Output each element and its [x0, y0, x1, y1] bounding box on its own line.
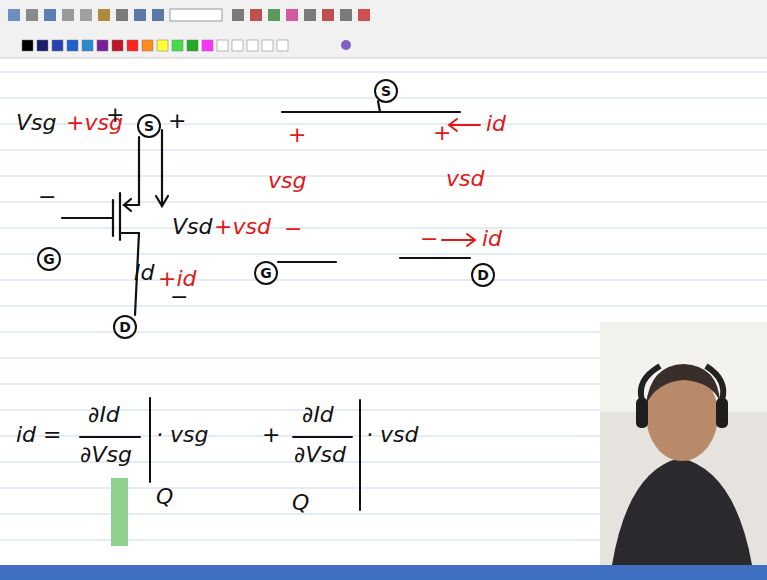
handwritten-label: +vsd — [214, 216, 271, 238]
terminal-circle: G — [254, 261, 278, 285]
handwritten-label: Id — [134, 262, 154, 284]
handwritten-label: + — [106, 104, 124, 126]
terminal-circle: D — [471, 263, 495, 287]
handwritten-label: ∂Id — [302, 404, 334, 426]
handwritten-label: Vsg — [16, 112, 56, 134]
handwritten-label: Vsd — [172, 216, 212, 238]
handwritten-label: ∂Vsg — [80, 444, 132, 466]
terminal-letter: D — [119, 320, 131, 334]
handwritten-label: + — [168, 110, 186, 132]
terminal-circle: G — [37, 247, 61, 271]
handwritten-label: Q — [156, 486, 173, 508]
handwritten-label: id — [482, 228, 502, 250]
handwritten-label: vsg — [268, 170, 306, 192]
terminal-letter: S — [144, 119, 154, 133]
handwritten-label: · vsd — [366, 424, 418, 446]
handwritten-label: − — [284, 218, 302, 240]
handwritten-label: id — [486, 113, 506, 135]
handwritten-label: id = — [16, 424, 62, 446]
handwritten-label: · vsg — [156, 424, 208, 446]
terminal-circle: D — [113, 315, 137, 339]
terminal-letter: D — [477, 268, 489, 282]
handwritten-label: ∂Vsd — [294, 444, 346, 466]
terminal-circle: S — [374, 79, 398, 103]
handwritten-label: vsd — [446, 168, 484, 190]
handwritten-label: − — [170, 286, 188, 308]
terminal-letter: S — [381, 84, 391, 98]
terminal-letter: G — [260, 266, 272, 280]
handwritten-label: − — [420, 228, 438, 250]
handwritten-label: + — [262, 424, 280, 446]
handwritten-label: ∂Id — [88, 404, 120, 426]
terminal-letter: G — [43, 252, 55, 266]
handwritten-label: Q — [292, 492, 309, 514]
handwritten-label: + — [288, 124, 306, 146]
terminal-circle: S — [137, 114, 161, 138]
handwritten-label: + — [433, 122, 451, 144]
handwritten-label: − — [38, 186, 56, 208]
